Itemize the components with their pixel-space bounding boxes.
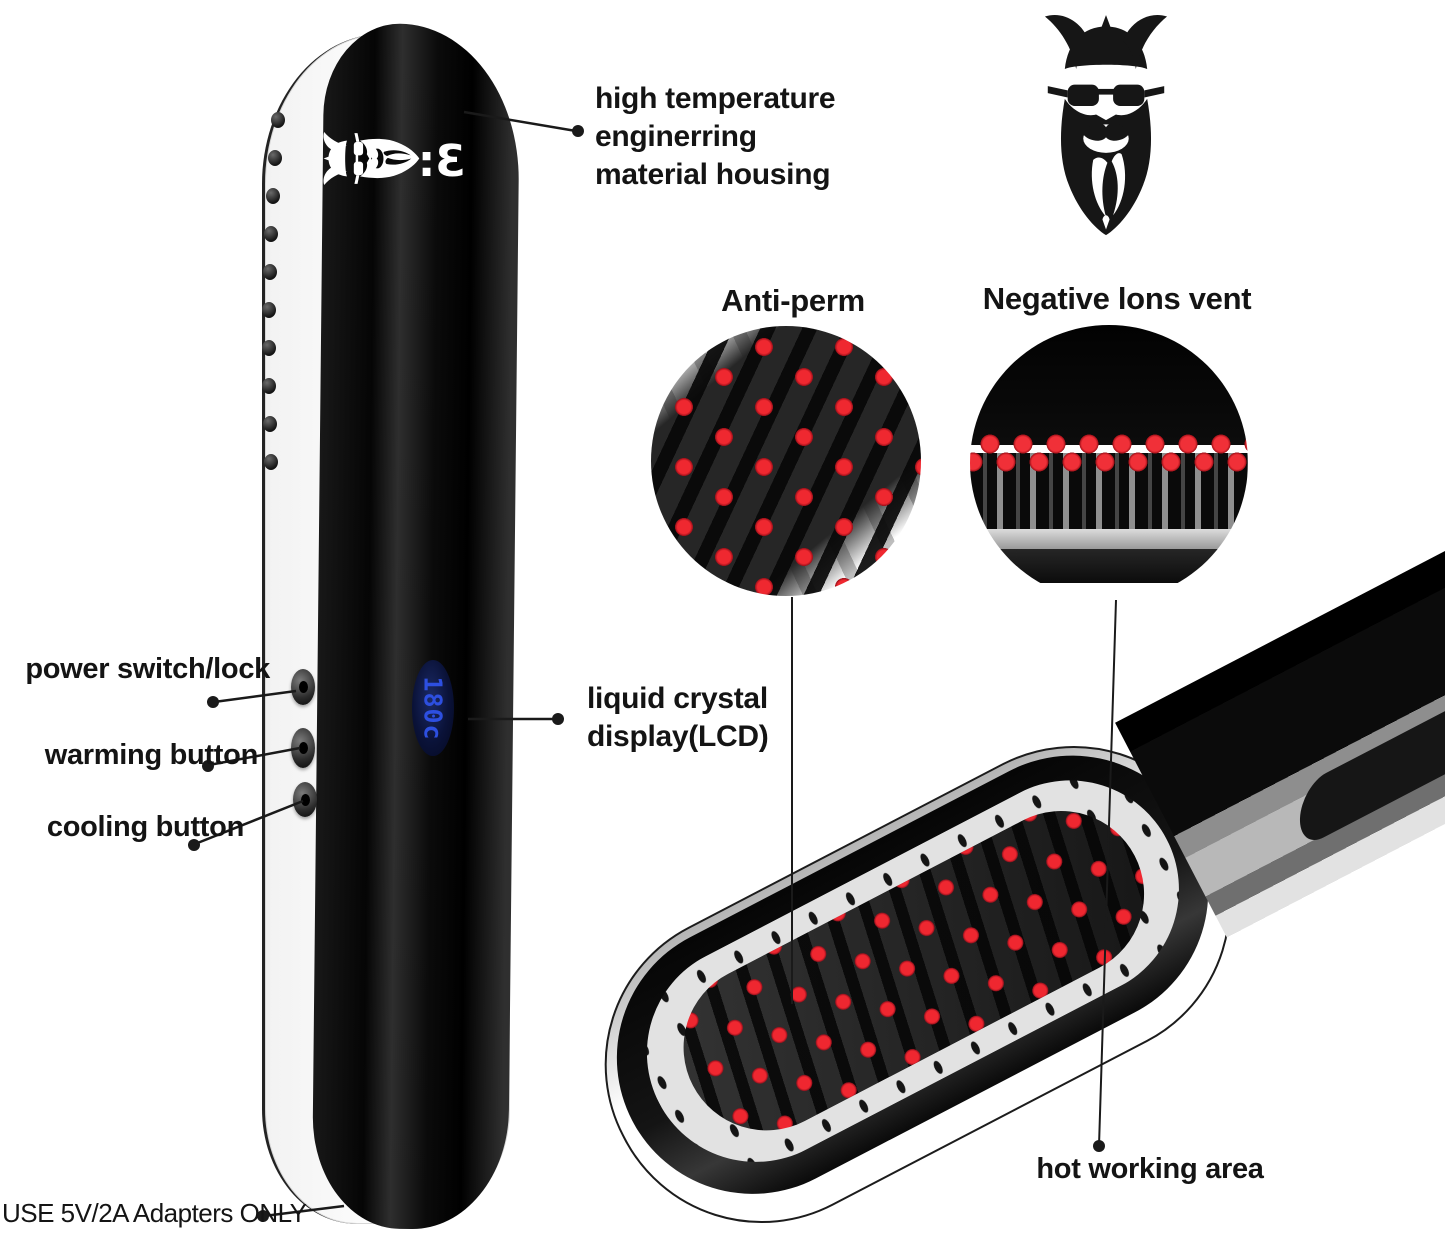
straightener-side-view: 180c bbox=[0, 0, 600, 1237]
handle-groove bbox=[1298, 693, 1445, 851]
cooling-button-callout: cooling button bbox=[46, 811, 244, 843]
housing-line-1: high temperature bbox=[595, 82, 836, 115]
housing-line-2: enginerring bbox=[595, 120, 757, 153]
comb-tooth bbox=[262, 302, 276, 318]
device-logo-mark: :Ɛ bbox=[417, 136, 466, 187]
power-switch-callout: power switch/lock bbox=[25, 653, 270, 685]
comb-tooth bbox=[271, 112, 285, 128]
lcd-callout: liquid crystal display(LCD) bbox=[587, 680, 769, 756]
brush-head-angled-view bbox=[528, 445, 1445, 1237]
anti-perm-title: Anti-perm bbox=[721, 283, 865, 318]
cooling-button bbox=[293, 782, 317, 817]
device-brand-logo: :Ɛ bbox=[323, 128, 466, 198]
comb-tooth bbox=[268, 150, 282, 166]
lcd-temperature-value: 180c bbox=[418, 675, 448, 741]
negative-ions-vent-closeup-photo bbox=[970, 325, 1248, 601]
anti-perm-closeup-photo bbox=[651, 326, 921, 596]
lcd-line-2: display(LCD) bbox=[587, 720, 769, 753]
comb-tooth bbox=[264, 226, 278, 242]
button-center bbox=[298, 742, 308, 754]
comb-tooth bbox=[262, 340, 276, 356]
lcd-line-1: liquid crystal bbox=[587, 682, 768, 715]
negative-ions-vent-title: Negative lons vent bbox=[982, 281, 1252, 316]
button-center bbox=[300, 793, 310, 806]
warming-button bbox=[291, 728, 315, 768]
button-center bbox=[298, 681, 308, 693]
adapter-warning-text: USE 5V/2A Adapters ONLY bbox=[2, 1198, 307, 1228]
hot-working-area-callout: hot working area bbox=[1036, 1153, 1264, 1185]
viking-beard-icon bbox=[1044, 15, 1168, 236]
comb-tooth bbox=[264, 454, 278, 470]
lcd-display: 180c bbox=[412, 660, 454, 756]
viking-beard-icon bbox=[323, 131, 420, 186]
housing-line-3: material housing bbox=[595, 158, 831, 191]
power-switch-button bbox=[291, 669, 315, 705]
comb-tooth bbox=[263, 264, 277, 280]
brand-viking-logo bbox=[1035, 2, 1177, 244]
warming-button-callout: warming button bbox=[44, 739, 259, 771]
housing-callout: high temperature enginerring material ho… bbox=[595, 80, 836, 194]
comb-tooth bbox=[262, 378, 276, 394]
comb-tooth bbox=[266, 188, 280, 204]
comb-tooth bbox=[263, 416, 277, 432]
